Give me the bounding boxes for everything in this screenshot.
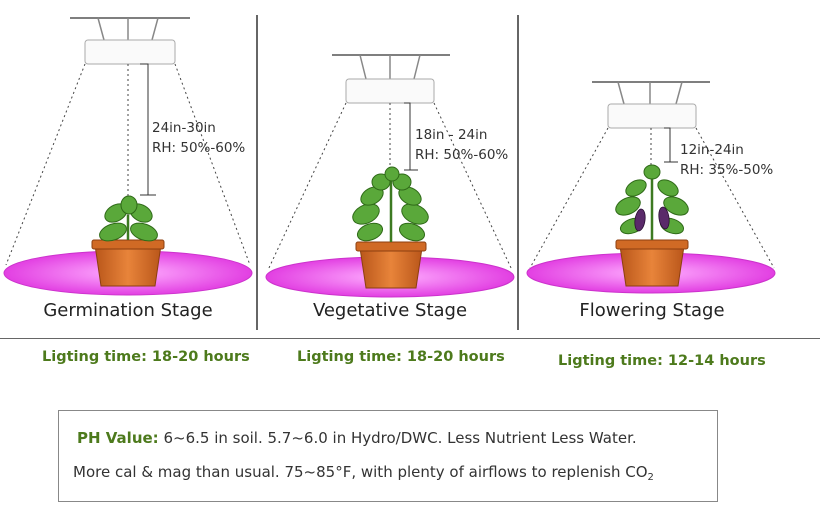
light-beam-edge (529, 127, 609, 269)
grow-light-fixture (345, 78, 435, 104)
light-beam-edge (433, 102, 513, 271)
light-beam-edge (695, 127, 775, 269)
grow-light-fixture (84, 39, 176, 65)
light-beam-edge (267, 102, 347, 271)
plant-pot (359, 247, 423, 289)
vegetative-distance: 18in - 24in (415, 127, 488, 143)
flowering-leaves (615, 164, 689, 235)
seedling-leaves (99, 195, 158, 242)
flowering-humidity: RH: 35%-50% (680, 162, 774, 178)
light-beam-edge (174, 63, 251, 266)
plant-pot (94, 244, 162, 287)
care-line: More cal & mag than usual. 75~85°F, with… (73, 463, 654, 483)
ph-label: PH Value: (77, 429, 159, 447)
vegetative-illustration (265, 54, 515, 298)
notes-box: PH Value: 6~6.5 in soil. 5.7~6.0 in Hydr… (58, 410, 718, 502)
flowering-illustration (526, 81, 776, 294)
distance-bracket (140, 63, 156, 196)
hanging-cords (617, 81, 683, 105)
vegetative-lighting-time: Ligting time: 18-20 hours (297, 349, 505, 365)
vegetative-humidity: RH: 50%-60% (415, 147, 509, 163)
germination-lighting-time: Ligting time: 18-20 hours (42, 349, 250, 365)
care-text: More cal & mag than usual. 75~85°F, with… (73, 463, 648, 481)
flowering-distance: 12in-24in (680, 142, 744, 158)
hanging-cords (97, 17, 159, 41)
flowering-stage-label: Flowering Stage (579, 300, 725, 321)
light-beam-edge (5, 63, 86, 266)
vegetative-stage-label: Vegetative Stage (312, 300, 468, 321)
grow-light-fixture (607, 103, 697, 129)
germination-stage-label: Germination Stage (43, 300, 213, 321)
germination-distance: 24in-30in (152, 120, 216, 136)
distance-bracket (404, 102, 418, 171)
section-divider (0, 338, 820, 339)
hanging-cords (359, 54, 421, 80)
plant-pot (619, 245, 685, 287)
germination-humidity: RH: 50%-60% (152, 140, 246, 156)
ph-text: 6~6.5 in soil. 5.7~6.0 in Hydro/DWC. Les… (158, 429, 637, 447)
distance-bracket (664, 127, 678, 163)
germination-illustration (3, 17, 253, 296)
eggplant-fruits (634, 206, 670, 232)
co2-subscript: 2 (647, 472, 654, 483)
ph-line: PH Value: 6~6.5 in soil. 5.7~6.0 in Hydr… (77, 429, 637, 447)
flowering-lighting-time: Ligting time: 12-14 hours (558, 353, 766, 369)
vegetative-leaves (352, 166, 429, 242)
